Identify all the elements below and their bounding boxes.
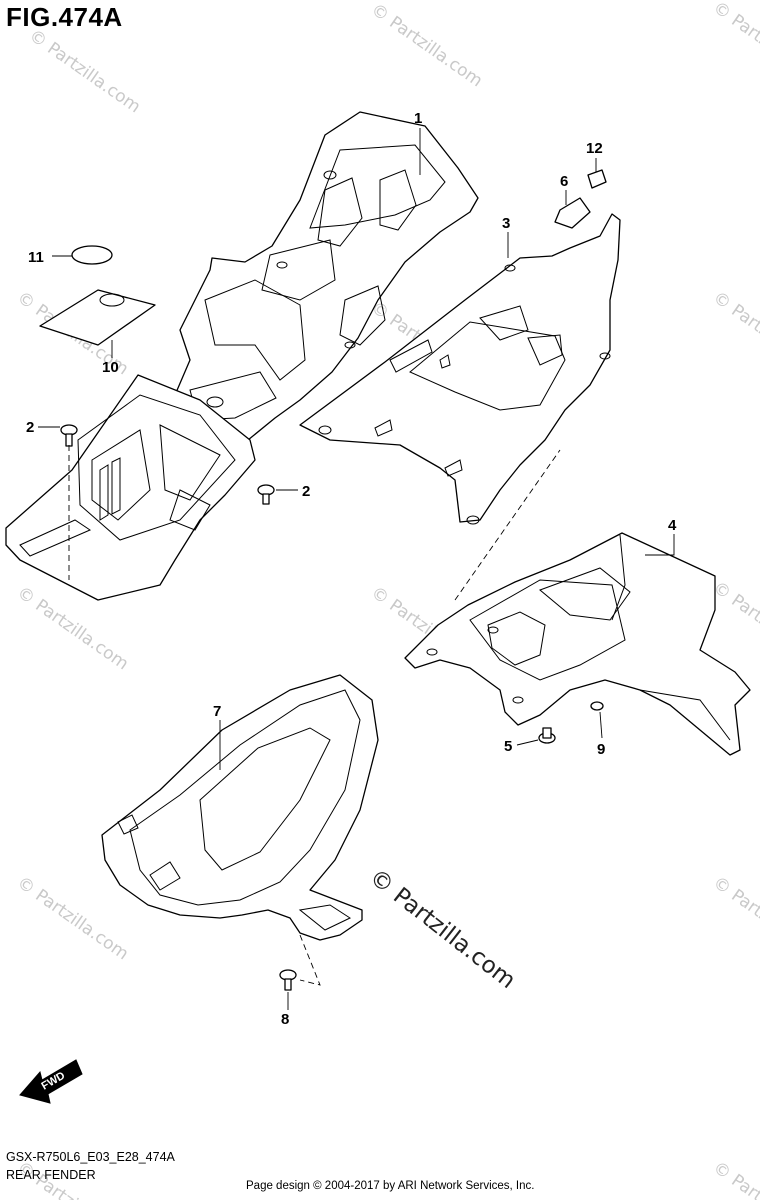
callout-9: 9 — [597, 741, 605, 758]
callouts: 1 3 4 12 6 11 10 2 2 5 9 7 8 — [26, 110, 677, 1028]
part-7-front-fender — [101, 674, 379, 941]
part-3-inner-tail-cover — [299, 213, 621, 525]
callout-2-upper: 2 — [26, 419, 34, 436]
callout-10: 10 — [102, 359, 119, 376]
part-6-pad — [554, 197, 591, 229]
part-10-cover-sheet — [39, 289, 156, 346]
part-4-license-plate-bracket — [404, 532, 751, 756]
callout-8: 8 — [281, 1011, 289, 1028]
part-11-ring-seal — [71, 245, 113, 265]
page-credit: Page design © 2004-2017 by ARI Network S… — [246, 1180, 535, 1192]
part-1-battery-box — [5, 374, 256, 601]
watermark-1: © Partzilla.com — [25, 26, 144, 118]
part-2-bolt-lower — [257, 484, 275, 505]
watermark-13: © Partzilla.com — [709, 1158, 760, 1200]
callout-4: 4 — [668, 517, 677, 534]
callout-12: 12 — [586, 140, 603, 157]
part-2-bolt-upper — [60, 424, 78, 447]
watermark-main: © Partzilla.com — [364, 864, 520, 994]
section-name: REAR FENDER — [6, 1168, 96, 1182]
callout-3: 3 — [502, 215, 510, 232]
callout-5: 5 — [504, 738, 512, 755]
callout-2-lower: 2 — [302, 483, 310, 500]
watermark-2: © Partzilla.com — [367, 0, 486, 91]
part-9-washer — [590, 701, 604, 711]
callout-6: 6 — [560, 173, 568, 190]
watermark-6: © Partzilla.com — [709, 288, 760, 380]
callout-1: 1 — [414, 110, 422, 127]
callout-7: 7 — [213, 703, 221, 720]
figure-title: FIG.474A — [6, 2, 123, 32]
part-12-pad — [587, 169, 607, 189]
part-8-bolt — [279, 969, 297, 991]
leader-lines — [38, 128, 675, 1010]
watermark-9: © Partzilla.com — [709, 578, 760, 670]
watermark-11: © Partzilla.com — [709, 873, 760, 965]
watermark-10: © Partzilla.com — [13, 873, 132, 965]
watermark-3: © Partzilla.com — [709, 0, 760, 89]
callout-11: 11 — [28, 249, 44, 266]
part-5-screw — [538, 727, 556, 744]
fwd-direction-arrow: FWD — [19, 1059, 83, 1104]
model-code: GSX-R750L6_E03_E28_474A — [6, 1150, 175, 1164]
